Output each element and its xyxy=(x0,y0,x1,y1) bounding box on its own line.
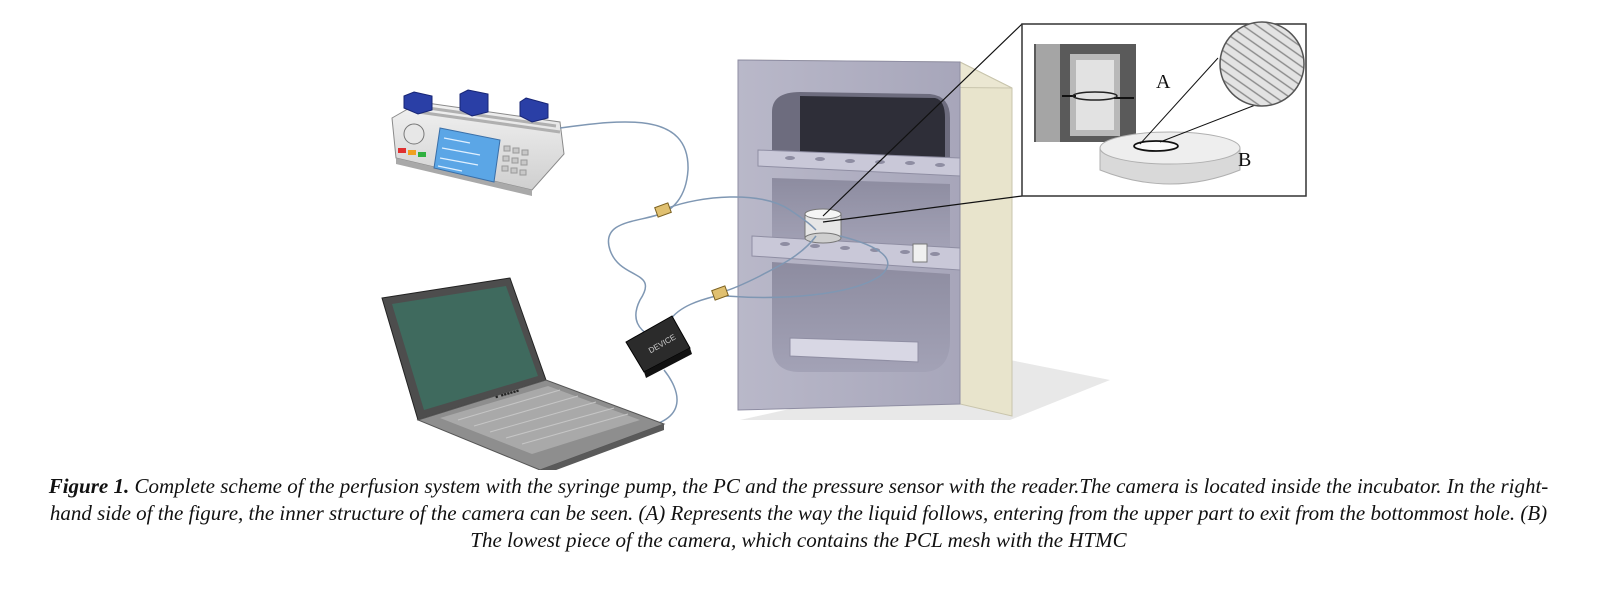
laptop-keyboard xyxy=(440,386,640,454)
sensor-reader-device: DEVICE xyxy=(625,315,692,378)
chamber-part-a xyxy=(1034,44,1136,142)
incubator-shelf-middle xyxy=(751,235,961,271)
culture-chamber xyxy=(804,208,842,244)
chamber-part-b xyxy=(1099,131,1241,185)
vial xyxy=(912,243,928,263)
mesh-magnification-circle xyxy=(1219,21,1305,107)
laptop-screen xyxy=(392,286,538,410)
inset-panel: A B xyxy=(822,21,1307,223)
pump-knob xyxy=(403,123,425,145)
inset-label-b: B xyxy=(1238,149,1251,171)
incubator-middle-compartment xyxy=(772,178,950,248)
incubator-side-panel xyxy=(959,61,1013,417)
syringe-pump xyxy=(391,89,565,196)
figure-caption: Figure 1. Complete scheme of the perfusi… xyxy=(40,473,1557,554)
perfusion-system-diagram: A B xyxy=(381,21,1307,470)
pressure-sensor-upper xyxy=(654,202,672,218)
incubator-shelf-upper xyxy=(757,149,961,177)
incubator-tray xyxy=(789,337,919,363)
inset-label-a: A xyxy=(1156,71,1171,93)
laptop: ▪ ▪▪▪▪▪▪ xyxy=(381,277,666,470)
pressure-sensor-lower xyxy=(711,285,729,301)
incubator xyxy=(737,59,1110,420)
figure-caption-text: Complete scheme of the perfusion system … xyxy=(49,474,1549,552)
figure-caption-label: Figure 1. xyxy=(48,474,130,498)
